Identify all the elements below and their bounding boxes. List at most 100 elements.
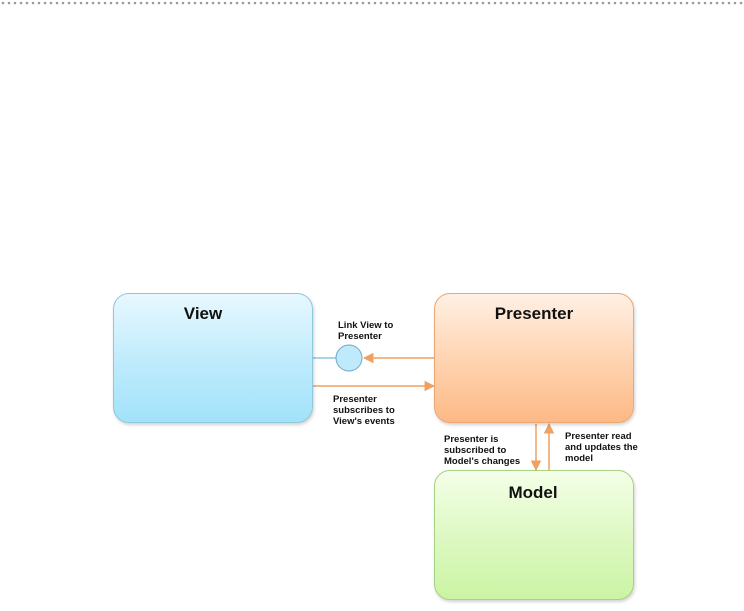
border-dot (115, 1, 119, 5)
border-dot (121, 1, 125, 5)
border-dot (145, 1, 149, 5)
border-dot (607, 1, 611, 5)
border-dot (595, 1, 599, 5)
border-dot (199, 1, 203, 5)
border-dot (469, 1, 473, 5)
border-dot (553, 1, 557, 5)
border-dot (91, 1, 95, 5)
view-node-title: View (183, 304, 223, 323)
border-dot (379, 1, 383, 5)
border-dot (97, 1, 101, 5)
border-dot (415, 1, 419, 5)
border-dot (127, 1, 131, 5)
border-dot (409, 1, 413, 5)
border-dot (373, 1, 377, 5)
border-dot (631, 1, 635, 5)
border-dot (1, 1, 5, 5)
border-dot (559, 1, 563, 5)
border-dot (283, 1, 287, 5)
border-dot (175, 1, 179, 5)
border-dot (235, 1, 239, 5)
border-dot (25, 1, 29, 5)
border-dot (457, 1, 461, 5)
border-dot (295, 1, 299, 5)
border-dot (577, 1, 581, 5)
border-dot (451, 1, 455, 5)
border-dot (697, 1, 701, 5)
border-dot (493, 1, 497, 5)
border-dot (589, 1, 593, 5)
border-dot (523, 1, 527, 5)
border-dot (103, 1, 107, 5)
border-dot (685, 1, 689, 5)
border-dot (661, 1, 665, 5)
border-dot (487, 1, 491, 5)
border-dot (439, 1, 443, 5)
border-dot (613, 1, 617, 5)
border-dot (433, 1, 437, 5)
border-dot (163, 1, 167, 5)
border-dot (619, 1, 623, 5)
border-dot (217, 1, 221, 5)
view-events-label: Presenter subscribes to View's events (333, 394, 395, 427)
view-node[interactable]: View (113, 293, 313, 423)
border-dot (313, 1, 317, 5)
border-dot (301, 1, 305, 5)
border-dot (79, 1, 83, 5)
border-dot (511, 1, 515, 5)
border-dot (223, 1, 227, 5)
presenter-node[interactable]: Presenter (434, 293, 634, 423)
border-dot (475, 1, 479, 5)
border-dot (721, 1, 725, 5)
border-dot (529, 1, 533, 5)
model-node[interactable]: Model (434, 470, 634, 600)
border-dot (133, 1, 137, 5)
model-updates-label: Presenter read and updates the model (565, 431, 638, 464)
border-dot (541, 1, 545, 5)
border-dot (109, 1, 113, 5)
border-dot (673, 1, 677, 5)
border-dot (445, 1, 449, 5)
border-dot (247, 1, 251, 5)
border-dot (349, 1, 353, 5)
border-dot (61, 1, 65, 5)
border-dot (253, 1, 257, 5)
border-dot (667, 1, 671, 5)
border-dot (181, 1, 185, 5)
border-dot (421, 1, 425, 5)
border-dot (157, 1, 161, 5)
border-dot (601, 1, 605, 5)
border-dot (49, 1, 53, 5)
border-dot (517, 1, 521, 5)
border-dot (265, 1, 269, 5)
border-dot (739, 1, 743, 5)
border-dot (55, 1, 59, 5)
border-dot (625, 1, 629, 5)
presenter-node-title: Presenter (494, 304, 574, 323)
border-dot (325, 1, 329, 5)
border-dot (139, 1, 143, 5)
border-dot (7, 1, 11, 5)
border-dot (655, 1, 659, 5)
border-dot (571, 1, 575, 5)
border-dot (307, 1, 311, 5)
border-dot (331, 1, 335, 5)
border-dot (397, 1, 401, 5)
border-dot (229, 1, 233, 5)
border-dot (481, 1, 485, 5)
border-dot (187, 1, 191, 5)
border-dot (277, 1, 281, 5)
border-dot (169, 1, 173, 5)
border-dot (37, 1, 41, 5)
border-dot (67, 1, 71, 5)
border-dot (643, 1, 647, 5)
border-dot (637, 1, 641, 5)
border-dot (361, 1, 365, 5)
border-dot (709, 1, 713, 5)
border-dot (679, 1, 683, 5)
dotted-top-border (1, 1, 743, 5)
border-dot (463, 1, 467, 5)
border-dot (565, 1, 569, 5)
